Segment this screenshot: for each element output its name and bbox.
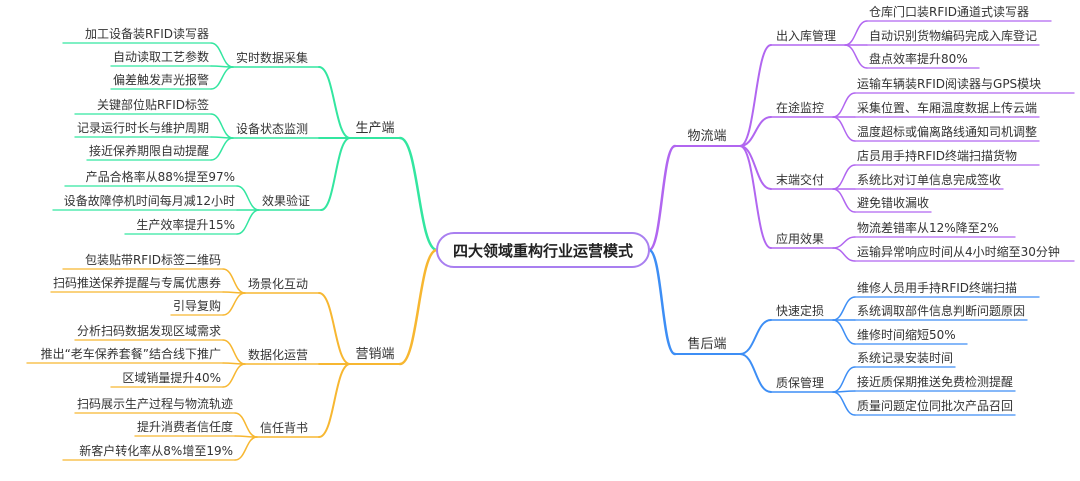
group-production-1[interactable]: 设备状态监测	[235, 122, 309, 136]
leaf-production-1-2[interactable]: 接近保养期限自动提醒	[88, 144, 209, 158]
leaf-aftersales-0-2[interactable]: 维修时间缩短50%	[857, 328, 956, 342]
leaf-aftersales-0-1[interactable]: 系统调取部件信息判断问题原因	[857, 304, 1026, 318]
group-marketing-2[interactable]: 信任背书	[259, 421, 309, 435]
leaf-production-2-2[interactable]: 生产效率提升15%	[136, 218, 235, 232]
leaf-logistics-2-0[interactable]: 店员用手持RFID终端扫描货物	[857, 149, 1018, 163]
leaf-aftersales-1-0[interactable]: 系统记录安装时间	[857, 351, 954, 365]
leaf-marketing-1-0[interactable]: 分析扫码数据发现区域需求	[76, 324, 221, 338]
leaf-logistics-2-1[interactable]: 系统比对订单信息完成签收	[857, 173, 1002, 187]
leaf-production-0-1[interactable]: 自动读取工艺参数	[112, 50, 209, 64]
leaf-production-0-0[interactable]: 加工设备装RFID读写器	[84, 27, 209, 41]
root-node[interactable]: 四大领域重构行业运营模式	[436, 232, 650, 268]
leaf-marketing-1-2[interactable]: 区域销量提升40%	[122, 371, 221, 385]
group-aftersales-0[interactable]: 快速定损	[775, 304, 825, 318]
leaf-production-1-0[interactable]: 关键部位贴RFID标签	[96, 98, 209, 112]
leaf-marketing-1-1[interactable]: 推出“老车保养套餐”结合线下推广	[40, 347, 221, 361]
group-production-0[interactable]: 实时数据采集	[235, 51, 309, 65]
branch-aftersales[interactable]: 售后端	[687, 337, 727, 352]
leaf-logistics-1-1[interactable]: 采集位置、车厢温度数据上传云端	[857, 101, 1038, 115]
branch-logistics[interactable]: 物流端	[687, 129, 727, 144]
group-marketing-0[interactable]: 场景化互动	[247, 277, 309, 291]
leaf-marketing-2-2[interactable]: 新客户转化率从8%增至19%	[79, 444, 233, 458]
leaf-logistics-1-0[interactable]: 运输车辆装RFID阅读器与GPS模块	[857, 77, 1042, 91]
leaf-logistics-0-0[interactable]: 仓库门口装RFID通道式读写器	[869, 5, 1030, 19]
group-aftersales-1[interactable]: 质保管理	[775, 376, 825, 390]
leaf-logistics-0-2[interactable]: 盘点效率提升80%	[869, 52, 968, 66]
leaf-marketing-0-1[interactable]: 扫码推送保养提醒与专属优惠券	[52, 276, 221, 290]
leaf-marketing-2-1[interactable]: 提升消费者信任度	[136, 420, 233, 434]
branch-marketing[interactable]: 营销端	[355, 347, 395, 362]
leaf-logistics-3-1[interactable]: 运输异常响应时间从4小时缩至30分钟	[857, 245, 1060, 259]
leaf-production-2-1[interactable]: 设备故障停机时间每月减12小时	[63, 194, 235, 208]
group-logistics-2[interactable]: 末端交付	[775, 173, 825, 187]
leaf-marketing-2-0[interactable]: 扫码展示生产过程与物流轨迹	[76, 397, 233, 411]
leaf-production-0-2[interactable]: 偏差触发声光报警	[112, 73, 209, 87]
group-logistics-1[interactable]: 在途监控	[775, 101, 825, 115]
leaf-logistics-3-0[interactable]: 物流差错率从12%降至2%	[857, 221, 999, 235]
leaf-production-2-0[interactable]: 产品合格率从88%提至97%	[85, 170, 235, 184]
leaf-marketing-0-0[interactable]: 包装贴带RFID标签二维码	[84, 253, 221, 267]
group-production-2[interactable]: 效果验证	[261, 194, 311, 208]
leaf-aftersales-1-2[interactable]: 质量问题定位同批次产品召回	[857, 399, 1014, 413]
group-logistics-3[interactable]: 应用效果	[775, 232, 825, 246]
branch-production[interactable]: 生产端	[355, 121, 395, 136]
leaf-aftersales-1-1[interactable]: 接近质保期推送免费检测提醒	[857, 375, 1014, 389]
group-marketing-1[interactable]: 数据化运营	[247, 348, 309, 362]
leaf-logistics-1-2[interactable]: 温度超标或偏离路线通知司机调整	[857, 125, 1038, 139]
leaf-production-1-1[interactable]: 记录运行时长与维护周期	[76, 121, 209, 135]
leaf-aftersales-0-0[interactable]: 维修人员用手持RFID终端扫描	[857, 281, 1018, 295]
leaf-marketing-0-2[interactable]: 引导复购	[172, 299, 221, 313]
leaf-logistics-0-1[interactable]: 自动识别货物编码完成入库登记	[869, 29, 1038, 43]
group-logistics-0[interactable]: 出入库管理	[775, 29, 837, 43]
leaf-logistics-2-2[interactable]: 避免错收漏收	[857, 196, 930, 210]
